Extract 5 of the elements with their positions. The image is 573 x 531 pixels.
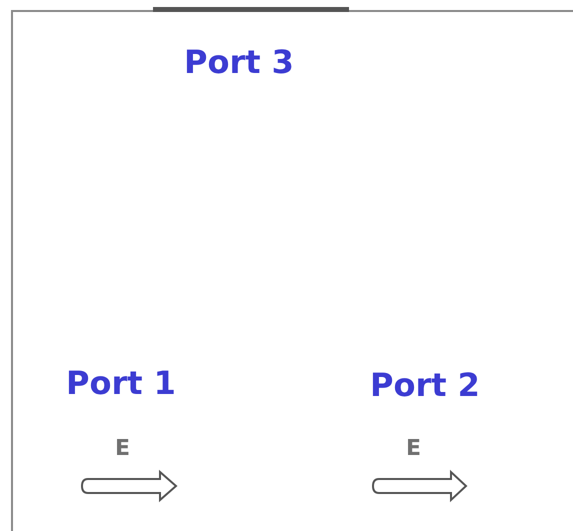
port-label: Port 2 <box>370 367 480 403</box>
port-label: Port 1 <box>66 365 176 401</box>
port-label: Port 3 <box>184 44 294 80</box>
field-label: E <box>115 437 130 461</box>
field-label: E <box>406 437 422 461</box>
